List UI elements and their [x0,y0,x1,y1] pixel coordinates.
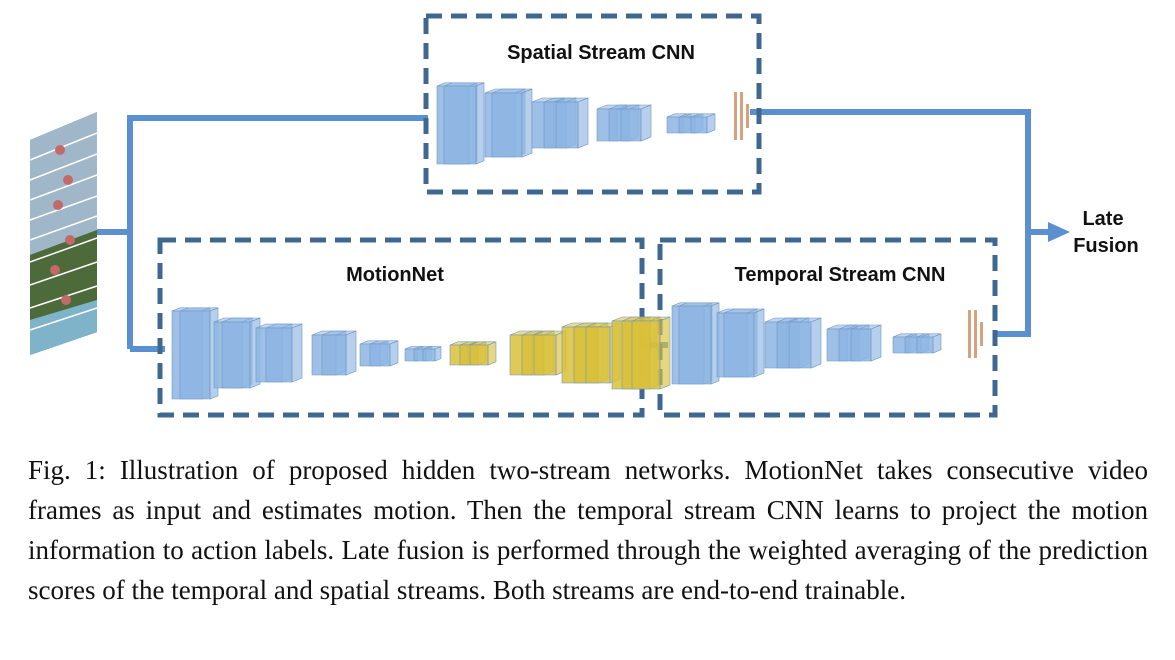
input-video-frames [29,112,98,355]
fc-layer [734,92,737,140]
caption-label: Fig. 1: [28,455,106,485]
conv-layer [620,108,642,142]
deconv-layer [585,326,611,384]
fc-layer [746,104,749,128]
spatial-stream-title: Spatial Stream CNN [507,42,695,64]
fc-layer [968,310,971,358]
conv-layer [577,97,589,149]
deconv-layer [469,344,489,366]
conv-layer [179,310,211,400]
late-fusion-label-line2: Fusion [1073,235,1139,257]
conv-layer [932,333,942,354]
conv-layer [291,323,303,383]
conv-layer [475,82,485,165]
conv-layer [321,334,347,376]
deconv-layer [487,341,497,366]
motionnet-title: MotionNet [346,264,444,286]
fc-layer [980,322,983,346]
conv-layer [345,330,357,376]
spatial-stream-box [423,13,762,195]
caption-text: Illustration of proposed hidden two-stre… [28,455,1148,605]
conv-layer [521,88,533,158]
conv-layer [788,321,812,369]
conv-layer [723,312,755,378]
deconv-layer [659,316,671,390]
deconv-layer [533,334,557,376]
conv-layer [369,343,391,367]
network-diagram: Spatial Stream CNN MotionNet Temporal St… [29,13,1139,418]
motionnet-box [157,237,645,418]
late-fusion-arrowhead [1048,222,1070,242]
conv-layer [850,328,872,362]
conv-layer [491,92,523,158]
conv-layer [221,321,251,389]
temporal-stream-title: Temporal Stream CNN [735,264,946,286]
conv-layer [706,113,716,134]
conv-layer [870,324,882,362]
conv-layer [753,308,765,378]
spatial-cnn-layers [436,82,749,165]
fc-layer [974,310,977,358]
fc-layer [740,92,743,140]
figure-caption: Fig. 1: Illustration of proposed hidden … [28,450,1148,610]
conv-layer [640,104,652,142]
conv-layer [810,317,822,369]
deconv-layer [631,320,661,390]
temporal-cnn-layers [671,302,983,385]
conv-layer [389,340,399,367]
conv-layer [916,336,934,354]
conv-layer [422,348,436,362]
late-fusion-label-line1: Late [1082,208,1123,230]
conv-layer [265,327,293,383]
conv-layer [434,346,442,362]
conv-layer [690,116,708,134]
conv-layer [555,101,579,149]
conv-layer [678,305,712,385]
conv-layer [443,85,477,165]
motionnet-layers [171,307,671,400]
